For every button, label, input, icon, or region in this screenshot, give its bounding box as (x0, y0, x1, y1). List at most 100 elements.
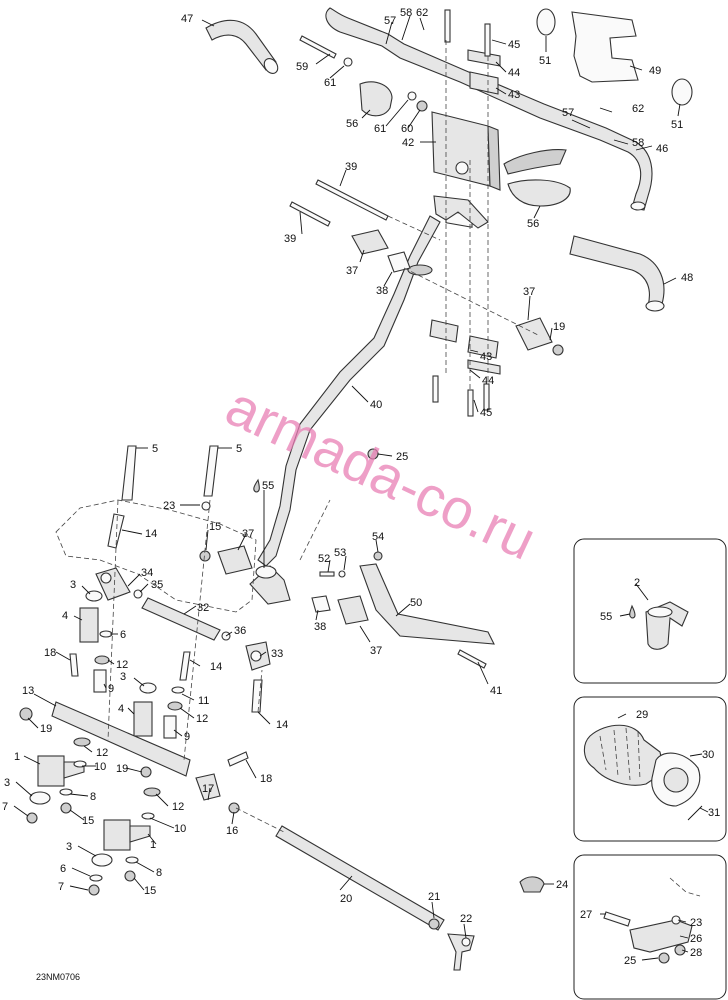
callout-3-bottom: 3 (66, 841, 72, 853)
nut-54 (373, 551, 383, 561)
callout-43-lower: 43 (480, 351, 492, 363)
callout-21: 21 (428, 891, 440, 903)
callout-10-bottom: 10 (174, 823, 186, 835)
washer-10-b (141, 812, 155, 820)
callout-6-bottom: 6 (60, 863, 66, 875)
bolt-45-a (444, 9, 451, 43)
callout-12-low: 12 (96, 747, 108, 759)
bolt-5-a (121, 445, 137, 501)
parts-layer (19, 7, 693, 971)
leader-lines (13, 15, 681, 939)
callout-35: 35 (151, 579, 163, 591)
callout-60: 60 (401, 123, 413, 135)
bolt-5-b (203, 445, 219, 497)
grommet-24 (519, 876, 545, 893)
callout-5-left: 5 (152, 443, 158, 455)
callout-18-top: 18 (44, 647, 56, 659)
bushing-37-right (515, 317, 553, 351)
callout-46: 46 (656, 143, 668, 155)
grip-right (569, 235, 665, 307)
callout-31: 31 (708, 807, 720, 819)
callout-59: 59 (296, 61, 308, 73)
bolt-18-b (227, 751, 249, 767)
grip-top-left (205, 19, 279, 74)
callout-6-top: 6 (120, 629, 126, 641)
callout-57-top: 57 (384, 15, 396, 27)
o-ring-left (536, 8, 556, 36)
callout-47: 47 (181, 13, 193, 25)
bushing-12-a (94, 655, 110, 665)
mount-plate-13 (51, 701, 191, 777)
spacer-4-a (79, 607, 99, 643)
callout-25-mid: 25 (396, 451, 408, 463)
callout-58-top: 58 (400, 7, 412, 19)
callout-37-right: 37 (523, 286, 535, 298)
callout-5-right: 5 (236, 443, 242, 455)
callout-2: 2 (634, 577, 640, 589)
nut-7-b (88, 884, 100, 896)
tie-rod-end-22 (447, 933, 475, 971)
sleeve-38-arm (311, 595, 331, 613)
callout-37-arm: 37 (370, 645, 382, 657)
nut-19-left (19, 707, 33, 721)
bushing-12-b (167, 701, 183, 711)
callout-10-top: 10 (94, 761, 106, 773)
callout-57-right: 57 (562, 107, 574, 119)
o-ring-right (671, 78, 693, 106)
callout-25-inset: 25 (624, 955, 636, 967)
nut-60 (416, 100, 428, 112)
callout-14-low: 14 (276, 719, 288, 731)
nut-16 (228, 802, 240, 814)
callout-4-top: 4 (62, 610, 68, 622)
callout-7-top: 7 (2, 801, 8, 813)
bolt-39-b (289, 201, 331, 227)
diagram-code: 23NM0706 (36, 972, 80, 982)
bushing-37-mid (217, 545, 253, 575)
washer-8-a (59, 788, 73, 796)
washer-23 (201, 501, 211, 511)
cap-3-c (29, 791, 51, 805)
washer-10-a (73, 760, 87, 768)
inset-boot (573, 696, 727, 842)
inset-steering-stop (573, 538, 727, 684)
callout-20: 20 (340, 893, 352, 905)
callout-39-top: 39 (345, 161, 357, 173)
callout-55-mid: 55 (262, 480, 274, 492)
clamp-right (503, 149, 567, 175)
callout-62-right: 62 (632, 103, 644, 115)
callout-62-top: 62 (416, 7, 428, 19)
bolt-45-e (483, 383, 490, 411)
callout-36: 36 (234, 625, 246, 637)
washer-61-mid (407, 91, 417, 101)
grease-drop-icon (253, 478, 260, 493)
callout-52: 52 (318, 553, 330, 565)
ball-joint-17 (195, 773, 221, 801)
callout-49: 49 (649, 65, 661, 77)
callout-32: 32 (197, 602, 209, 614)
callout-12-bottom: 12 (172, 801, 184, 813)
washer-8-b (125, 856, 139, 864)
callout-53: 53 (334, 547, 346, 559)
callout-61-top: 61 (324, 77, 336, 89)
clamp-upper-43 (469, 71, 499, 95)
nut-19-mid (140, 766, 152, 778)
callout-42: 42 (402, 137, 414, 149)
callout-3-low: 3 (4, 777, 10, 789)
callout-8-top: 8 (90, 791, 96, 803)
callout-17: 17 (202, 783, 214, 795)
callout-38-arm: 38 (314, 621, 326, 633)
shaft-32 (141, 597, 221, 641)
callout-51-right: 51 (671, 119, 683, 131)
callout-12-top: 12 (116, 659, 128, 671)
riser-block (431, 111, 501, 228)
washer-6-b (89, 874, 103, 882)
callout-14-top: 14 (145, 528, 157, 540)
clamp-upper-44 (467, 49, 501, 67)
assembly-lines (107, 40, 541, 833)
callout-33: 33 (271, 648, 283, 660)
callout-44-top: 44 (508, 67, 520, 79)
clamp-lower-44 (467, 359, 501, 375)
bolt-52 (319, 571, 335, 577)
